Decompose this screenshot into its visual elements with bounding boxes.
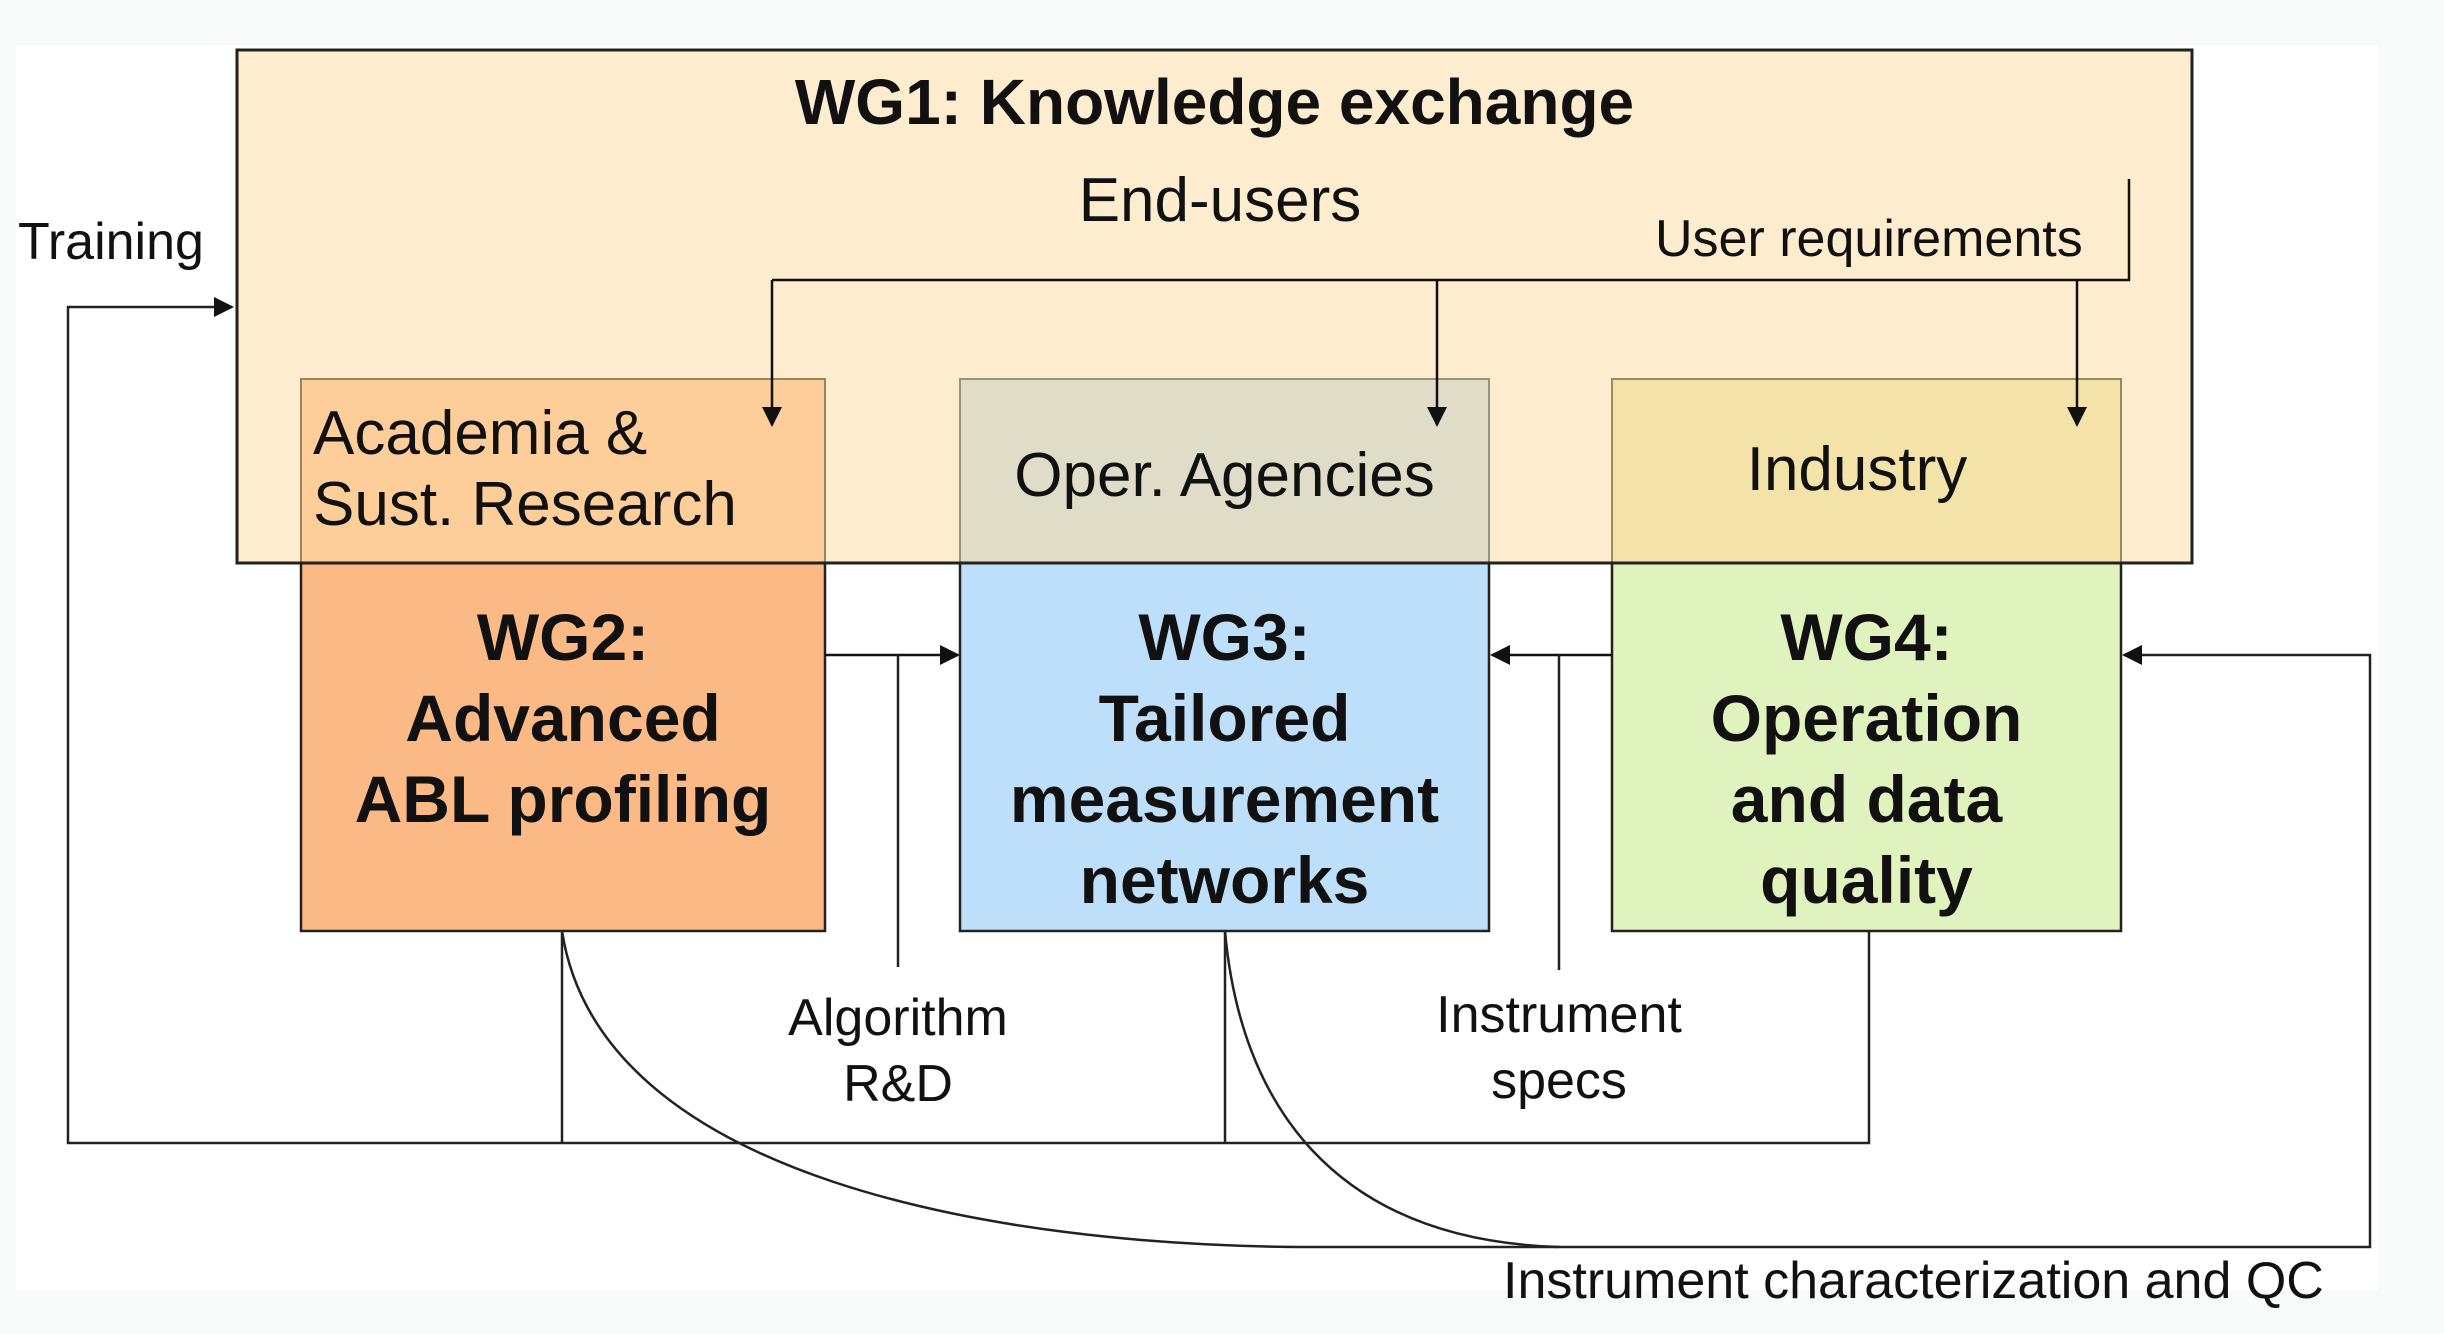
algorithm-line-1: Algorithm bbox=[788, 989, 1008, 1047]
wg3-line-4: networks bbox=[1079, 843, 1370, 917]
training-loop-line bbox=[66, 297, 1871, 1145]
wg2-line-2: Advanced bbox=[405, 681, 721, 755]
wg1-title: WG1: Knowledge exchange bbox=[794, 66, 1635, 138]
wg2-line-1: WG2: bbox=[476, 600, 650, 674]
wg3-qc-curve bbox=[1223, 930, 1560, 1249]
wg4-line-3: and data bbox=[1730, 762, 2003, 836]
wg4-line-1: WG4: bbox=[1780, 600, 1953, 674]
wg4-box bbox=[1610, 561, 2123, 933]
academia-label: Academia & Sust. Research bbox=[313, 398, 737, 541]
wg3-box bbox=[958, 561, 1491, 933]
user-requirements-label: User requirements bbox=[1655, 210, 2083, 268]
academia-line-1: Academia & bbox=[313, 399, 648, 468]
specs-line-1: Instrument bbox=[1436, 986, 1682, 1044]
wg4-label: WG4: Operation and data quality bbox=[1612, 597, 2121, 921]
wg2-line-3: ABL profiling bbox=[354, 762, 772, 836]
industry-box bbox=[1611, 378, 2122, 564]
wg3-line-3: measurement bbox=[1009, 762, 1440, 836]
instrument-specs-label: Instrument specs bbox=[1409, 982, 1709, 1114]
qc-loop-line bbox=[1559, 645, 2372, 1249]
wg3-line-1: WG3: bbox=[1138, 600, 1311, 674]
algorithm-rd-label: Algorithm R&D bbox=[748, 985, 1048, 1117]
user-requirements-line bbox=[772, 179, 2131, 282]
wg3-line-2: Tailored bbox=[1098, 681, 1351, 755]
wg4-line-4: quality bbox=[1760, 843, 1973, 917]
academia-box bbox=[300, 378, 826, 564]
qc-label: Instrument characterization and QC bbox=[1503, 1252, 2324, 1310]
industry-label: Industry bbox=[1746, 435, 1968, 504]
wg1-subtitle: End-users bbox=[1078, 166, 1362, 235]
wg2-qc-curve bbox=[560, 930, 1559, 1249]
algorithm-line-2: R&D bbox=[843, 1055, 953, 1113]
wg4-line-2: Operation bbox=[1710, 681, 2023, 755]
training-label: Training bbox=[18, 213, 204, 271]
agencies-label: Oper. Agencies bbox=[1014, 441, 1435, 510]
wg2-label: WG2: Advanced ABL profiling bbox=[301, 597, 825, 840]
specs-line-2: specs bbox=[1491, 1052, 1627, 1110]
wg3-label: WG3: Tailored measurement networks bbox=[960, 597, 1489, 921]
academia-line-2: Sust. Research bbox=[313, 470, 737, 540]
agencies-box bbox=[959, 378, 1490, 564]
